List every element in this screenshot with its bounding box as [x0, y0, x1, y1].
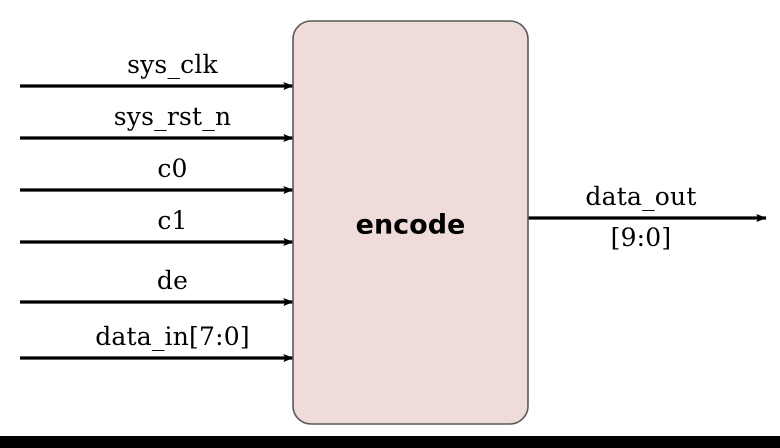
encode-block-label: encode — [355, 209, 466, 240]
bottom-black-bar — [0, 436, 780, 448]
input-label-sys-clk: sys_clk — [127, 50, 218, 79]
encode-block-shape — [292, 20, 529, 425]
input-label-c1: c1 — [157, 206, 188, 235]
output-label-width: [9:0] — [610, 223, 672, 252]
encode-block-rect — [292, 20, 529, 425]
output-label-name: data_out — [585, 182, 697, 211]
input-label-de: de — [156, 266, 189, 295]
input-label-sys-rst-n: sys_rst_n — [113, 102, 232, 131]
signal-lines-group — [20, 82, 767, 362]
input-label-c0: c0 — [157, 154, 188, 183]
input-label-data-in-7-0-: data_in[7:0] — [95, 322, 250, 351]
